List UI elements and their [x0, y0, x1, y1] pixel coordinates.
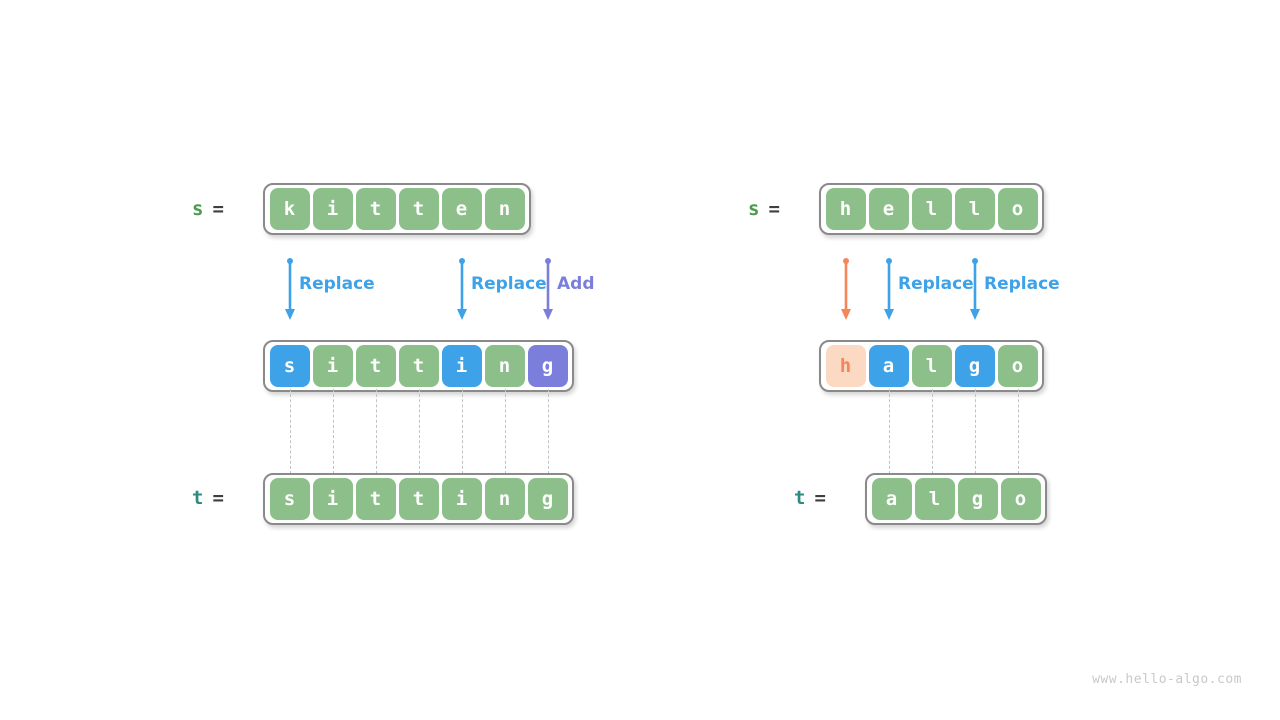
left-intermediate-cell-3: t: [398, 345, 439, 387]
right-dash-3: [1018, 389, 1019, 474]
right-dash-1: [932, 389, 933, 474]
left-operation-arrow-2: [543, 258, 553, 320]
right-target-cell-0: a: [871, 478, 912, 520]
left-dash-6: [548, 389, 549, 474]
left-dash-4: [462, 389, 463, 474]
left-operation-arrow-1: [457, 258, 467, 320]
left-operation-label-0: Replace: [299, 274, 375, 294]
left-source-var-label: s=: [192, 198, 224, 220]
left-target-cell-6: g: [527, 478, 568, 520]
right-target-equals-sign: =: [814, 487, 826, 509]
left-intermediate-cell-6: g: [527, 345, 568, 387]
right-source-var-name: s: [748, 198, 760, 220]
left-source-cell-3: t: [398, 188, 439, 230]
left-dash-1: [333, 389, 334, 474]
right-source-cell-0: h: [825, 188, 866, 230]
left-source-cell-1: i: [312, 188, 353, 230]
right-target-cell-2: g: [957, 478, 998, 520]
right-operation-arrow-1: [884, 258, 894, 320]
left-intermediate-cell-1: i: [312, 345, 353, 387]
right-operation-arrow-0: [841, 258, 851, 320]
right-intermediate-cell-3: g: [954, 345, 995, 387]
right-operation-label-2: Replace: [984, 274, 1060, 294]
right-source-cell-4: o: [997, 188, 1038, 230]
right-target-cell-1: l: [914, 478, 955, 520]
right-intermediate-cell-4: o: [997, 345, 1038, 387]
left-operation-label-1: Replace: [471, 274, 547, 294]
right-intermediate-cell-2: l: [911, 345, 952, 387]
right-dash-2: [975, 389, 976, 474]
right-source-var-label: s=: [748, 198, 780, 220]
left-target-var-label: t=: [192, 487, 224, 509]
left-target-var-name: t: [192, 487, 204, 509]
right-operation-label-1: Replace: [898, 274, 974, 294]
left-intermediate-cell-0: s: [269, 345, 310, 387]
left-source-equals-sign: =: [212, 198, 224, 220]
left-target-cell-3: t: [398, 478, 439, 520]
right-target-cell-3: o: [1000, 478, 1041, 520]
left-target-cell-1: i: [312, 478, 353, 520]
left-dash-2: [376, 389, 377, 474]
right-dash-0: [889, 389, 890, 474]
right-operation-arrow-2: [970, 258, 980, 320]
right-source-cell-1: e: [868, 188, 909, 230]
left-source-cell-5: n: [484, 188, 525, 230]
site-watermark: www.hello-algo.com: [1092, 672, 1242, 687]
left-operation-arrow-0: [285, 258, 295, 320]
left-target-cell-4: i: [441, 478, 482, 520]
right-source-equals-sign: =: [768, 198, 780, 220]
left-intermediate-cell-4: i: [441, 345, 482, 387]
left-source-cell-2: t: [355, 188, 396, 230]
left-target-cell-5: n: [484, 478, 525, 520]
left-intermediate-cell-5: n: [484, 345, 525, 387]
right-intermediate-cell-1: a: [868, 345, 909, 387]
left-dash-5: [505, 389, 506, 474]
left-source-cell-4: e: [441, 188, 482, 230]
right-source-cell-2: l: [911, 188, 952, 230]
right-source-cell-3: l: [954, 188, 995, 230]
left-target-cell-0: s: [269, 478, 310, 520]
left-source-var-name: s: [192, 198, 204, 220]
left-source-cell-0: k: [269, 188, 310, 230]
left-dash-0: [290, 389, 291, 474]
left-intermediate-cell-2: t: [355, 345, 396, 387]
left-target-equals-sign: =: [212, 487, 224, 509]
left-operation-label-2: Add: [557, 274, 595, 294]
right-intermediate-cell-0: h: [825, 345, 866, 387]
left-dash-3: [419, 389, 420, 474]
right-target-var-label: t=: [794, 487, 826, 509]
left-target-cell-2: t: [355, 478, 396, 520]
right-target-var-name: t: [794, 487, 806, 509]
